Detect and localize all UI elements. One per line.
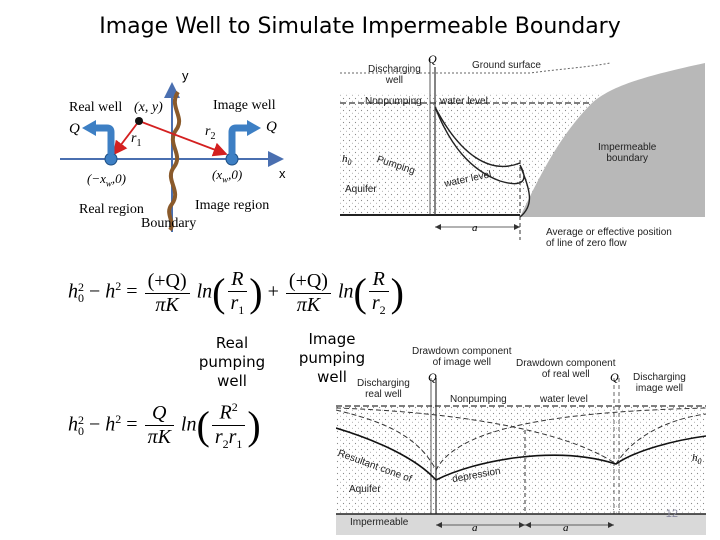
image-pumping-well-label: Image pumping well xyxy=(298,330,366,386)
aquifer-top-label: Aquifer xyxy=(345,184,377,195)
nonpumping-bottom-label: Nonpumping xyxy=(450,394,507,405)
h0-bottom-label: h0 xyxy=(692,452,702,467)
q-real-label: Q xyxy=(428,370,437,384)
drawdown-image-label: Drawdown component of image well xyxy=(412,346,512,368)
a-bottom-label-1: a xyxy=(472,522,478,534)
impermeable-label: Impermeable xyxy=(350,517,409,528)
image-region-label: Image region xyxy=(195,198,270,213)
ground-surface-label: Ground surface xyxy=(472,60,541,71)
r1-label: r1 xyxy=(131,131,142,149)
water-level-label: water level xyxy=(440,96,488,107)
real-well-label: Real well xyxy=(69,100,123,115)
y-axis-label: y xyxy=(182,68,189,83)
impermeable-boundary-section-diagram xyxy=(340,59,705,240)
slide-title: Image Well to Simulate Impermeable Bound… xyxy=(99,14,621,39)
point-label: (x, y) xyxy=(134,100,163,115)
discharging-real-label: Discharging real well xyxy=(357,378,410,400)
h0-top-label: h0 xyxy=(342,153,352,168)
q-image-label: Q xyxy=(610,370,619,384)
q-right-label: Q xyxy=(266,119,277,135)
a-bottom-label-2: a xyxy=(563,522,569,534)
water-level-bottom-label: water level xyxy=(540,394,588,405)
pumping-water-level-curve xyxy=(434,106,531,218)
resultant-cone-curve xyxy=(336,427,706,481)
zero-flow-label: Average or effective position of line of… xyxy=(546,227,672,249)
aquifer-bottom-label: Aquifer xyxy=(349,484,381,495)
image-well-drawdown-curve xyxy=(336,407,706,465)
nonpumping-label: Nonpumping xyxy=(365,96,422,107)
r1-line xyxy=(112,120,140,156)
real-region-label: Real region xyxy=(79,202,144,217)
page-number: 12 xyxy=(665,508,678,520)
r2-line xyxy=(138,120,228,157)
image-well-marker xyxy=(225,152,239,166)
image-well-discharge-arrow xyxy=(228,124,249,154)
image-well-superposition-section-diagram xyxy=(336,378,706,535)
image-well-coord: (xw,0) xyxy=(212,167,243,185)
boundary-line xyxy=(167,90,182,232)
real-pumping-well-label: Real pumping well xyxy=(198,334,266,390)
discharging-image-label: Discharging image well xyxy=(633,372,686,394)
impermeable-boundary-region xyxy=(520,63,705,217)
impermeable-boundary-label: Impermeable boundary xyxy=(598,142,657,164)
discharging-well-label: Discharging well xyxy=(368,64,421,86)
real-well-coord: (−xw,0) xyxy=(87,171,126,189)
real-well-marker xyxy=(104,152,118,166)
drawdown-real-label: Drawdown component of real well xyxy=(516,358,616,380)
observation-point xyxy=(135,117,143,125)
image-well-label: Image well xyxy=(213,98,276,113)
r2-label: r2 xyxy=(205,124,216,142)
q-left-label: Q xyxy=(69,121,80,137)
real-well-discharge-arrow xyxy=(94,124,115,154)
q-top-label: Q xyxy=(428,52,437,66)
image-well-plan-diagram xyxy=(60,82,284,232)
real-well-drawdown-curve xyxy=(336,407,706,472)
x-axis-label: x xyxy=(279,166,286,181)
a-top-label: a xyxy=(472,222,478,234)
boundary-label: Boundary xyxy=(141,216,197,231)
